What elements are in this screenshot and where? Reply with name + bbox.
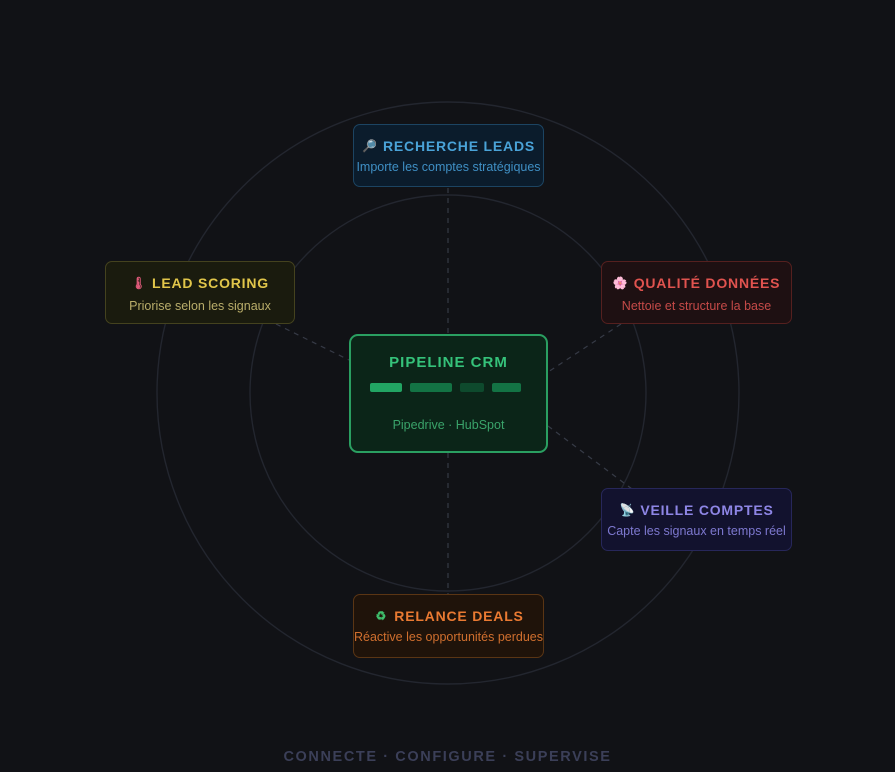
node-title: ♻ RELANCE DEALS xyxy=(354,608,543,624)
node-subtitle: Réactive les opportunités perdues xyxy=(354,630,544,644)
flower-icon: 🌸 xyxy=(612,276,629,290)
pipeline-bar-1 xyxy=(370,383,402,392)
satellite-icon: 📡 xyxy=(619,503,636,517)
connector-scoring xyxy=(275,323,350,361)
recycle-icon: ♻ xyxy=(375,609,388,623)
pipeline-crm-hub[interactable]: PIPELINE CRM Pipedrive · HubSpot xyxy=(349,334,548,453)
node-title: 🌡 LEAD SCORING xyxy=(106,275,294,291)
thermometer-icon: 🌡 xyxy=(131,276,148,290)
node-subtitle: Nettoie et structure la base xyxy=(621,299,772,313)
node-title-text: RECHERCHE LEADS xyxy=(382,138,535,154)
node-title: 🔎 RECHERCHE LEADS xyxy=(354,138,543,154)
node-relance-deals[interactable]: ♻ RELANCE DEALS Réactive les opportunités… xyxy=(353,594,544,658)
node-recherche-leads[interactable]: 🔎 RECHERCHE LEADS Importe les comptes str… xyxy=(353,124,544,187)
node-title-text: LEAD SCORING xyxy=(152,275,269,291)
hub-subtitle: Pipedrive · HubSpot xyxy=(392,418,505,432)
pipeline-bar-3 xyxy=(460,383,484,392)
inner-ring xyxy=(249,194,647,592)
connector-qualite xyxy=(547,323,622,373)
pipeline-bar-2 xyxy=(410,383,452,392)
pipeline-bar-4 xyxy=(492,383,521,392)
node-title-text: RELANCE DEALS xyxy=(394,608,524,624)
pipeline-bars xyxy=(351,383,546,393)
connector-veille xyxy=(547,425,633,490)
magnifier-icon: 🔎 xyxy=(362,139,378,153)
node-title: 🌸 QUALITÉ DONNÉES xyxy=(602,275,791,291)
node-lead-scoring[interactable]: 🌡 LEAD SCORING Priorise selon les signaux xyxy=(105,261,295,324)
node-qualite-donnees[interactable]: 🌸 QUALITÉ DONNÉES Nettoie et structure la… xyxy=(601,261,792,324)
node-title-text: VEILLE COMPTES xyxy=(640,502,774,518)
footer-tagline: CONNECTE · CONFIGURE · SUPERVISE xyxy=(283,749,612,765)
outer-ring xyxy=(156,101,740,685)
node-veille-comptes[interactable]: 📡 VEILLE COMPTES Capte les signaux en tem… xyxy=(601,488,792,551)
node-title-text: QUALITÉ DONNÉES xyxy=(633,275,781,291)
node-subtitle: Importe les comptes stratégiques xyxy=(356,160,541,174)
node-subtitle: Capte les signaux en temps réel xyxy=(607,524,786,538)
hub-title: PIPELINE CRM xyxy=(389,354,508,371)
node-title: 📡 VEILLE COMPTES xyxy=(602,502,791,518)
node-subtitle: Priorise selon les signaux xyxy=(129,299,271,313)
